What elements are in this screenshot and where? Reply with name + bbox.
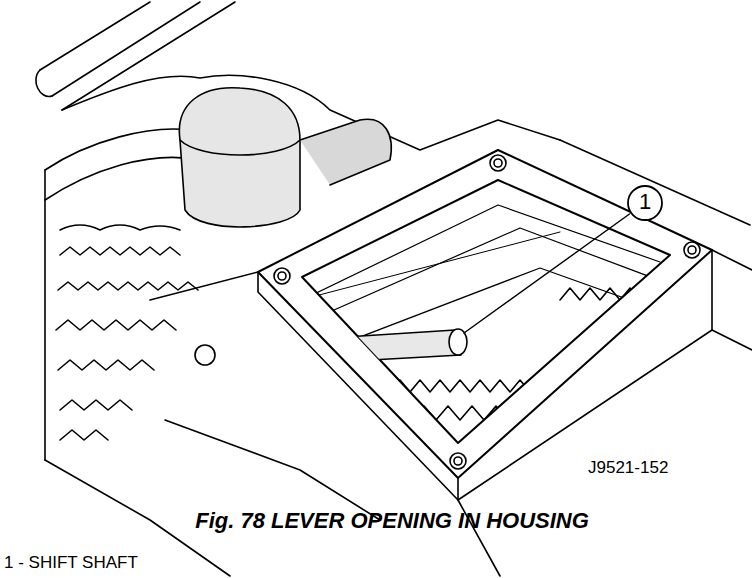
case-outline — [712, 250, 752, 350]
case-rib — [45, 129, 190, 170]
boss-edge — [180, 140, 300, 155]
shaft-edge — [52, 2, 200, 96]
case-rib — [45, 157, 200, 200]
case-outline — [44, 170, 46, 460]
flange-hole — [274, 155, 700, 469]
internal-parts — [300, 205, 680, 420]
bolt-hole — [195, 345, 215, 365]
gear-teeth — [56, 225, 198, 440]
case-edge — [150, 272, 258, 300]
case-edge — [712, 250, 752, 270]
lever-opening — [302, 180, 670, 443]
lever-boss — [179, 88, 300, 227]
figure-caption: Fig. 78 LEVER OPENING IN HOUSING — [140, 508, 644, 533]
shaft-end — [36, 70, 52, 97]
housing-flange — [258, 150, 712, 478]
part-legend: 1 - SHIFT SHAFT — [4, 553, 138, 573]
callout-circle — [628, 186, 662, 220]
lever-boss — [300, 119, 391, 185]
callout-number: 1 — [628, 189, 662, 214]
case-edge — [165, 420, 380, 520]
leader-line — [464, 214, 630, 333]
shaft-edge — [40, 2, 150, 70]
figure-code: J9521-152 — [586, 458, 670, 478]
